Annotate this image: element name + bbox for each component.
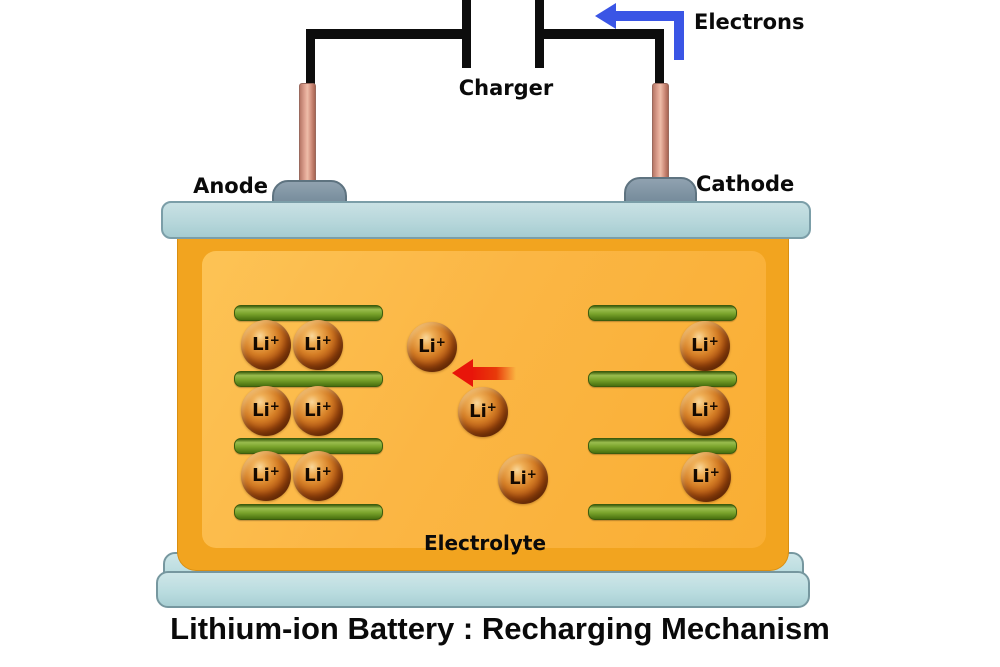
ion-charge: + <box>269 464 280 478</box>
ion-charge: + <box>321 464 332 478</box>
charger-capacitor-plate-left <box>462 0 471 68</box>
ion-charge: + <box>708 399 719 413</box>
li-ion-migrating: Li+ <box>498 454 548 504</box>
cathode-plate <box>588 504 737 520</box>
ion-charge: + <box>709 465 720 479</box>
ion-symbol: Li <box>509 468 527 489</box>
electrolyte-label: Electrolyte <box>423 531 547 555</box>
ion-charge: + <box>269 333 280 347</box>
cathode-post <box>652 83 669 181</box>
ion-symbol: Li <box>304 334 322 355</box>
li-ion-migrating: Li+ <box>407 322 457 372</box>
cathode-label: Cathode <box>696 172 795 196</box>
ion-symbol: Li <box>469 401 487 422</box>
li-ion: Li+ <box>293 320 343 370</box>
li-ion-migrating: Li+ <box>458 387 508 437</box>
ion-symbol: Li <box>252 400 270 421</box>
li-ion: Li+ <box>680 386 730 436</box>
electrons-label: Electrons <box>694 10 805 34</box>
li-ion: Li+ <box>293 451 343 501</box>
ion-charge: + <box>435 335 446 349</box>
ion-symbol: Li <box>691 335 709 356</box>
wire-top-left <box>306 29 464 39</box>
anode-plate <box>234 371 383 387</box>
battery-lid <box>161 201 811 239</box>
li-ion: Li+ <box>681 452 731 502</box>
ion-charge: + <box>321 333 332 347</box>
cathode-plate <box>588 438 737 454</box>
anode-label: Anode <box>193 174 268 198</box>
cathode-plate <box>588 305 737 321</box>
li-ion: Li+ <box>241 451 291 501</box>
ion-symbol: Li <box>252 465 270 486</box>
ion-charge: + <box>269 399 280 413</box>
ion-flow-arrow-shaft <box>472 367 516 380</box>
charger-capacitor-plate-right <box>535 0 544 68</box>
ion-symbol: Li <box>304 465 322 486</box>
electron-arrow-vertical <box>674 11 684 60</box>
ion-symbol: Li <box>252 334 270 355</box>
diagram-title: Lithium-ion Battery : Recharging Mechani… <box>170 611 830 646</box>
li-ion: Li+ <box>680 321 730 371</box>
ion-symbol: Li <box>418 336 436 357</box>
ion-symbol: Li <box>691 400 709 421</box>
ion-charge: + <box>486 400 497 414</box>
li-ion: Li+ <box>241 320 291 370</box>
anode-plate <box>234 504 383 520</box>
wire-down-right <box>655 29 664 86</box>
battery-base-slab <box>156 571 810 608</box>
cathode-plate <box>588 371 737 387</box>
ion-charge: + <box>321 399 332 413</box>
electron-arrow-head-icon <box>595 3 616 29</box>
ion-charge: + <box>708 334 719 348</box>
wire-down-left <box>306 29 315 86</box>
ion-flow-arrow-head-icon <box>452 359 473 387</box>
wire-top-right <box>541 29 664 39</box>
li-ion: Li+ <box>293 386 343 436</box>
charger-label: Charger <box>458 76 554 100</box>
anode-plate <box>234 305 383 321</box>
ion-symbol: Li <box>692 466 710 487</box>
anode-post <box>299 83 316 185</box>
li-ion: Li+ <box>241 386 291 436</box>
ion-charge: + <box>526 467 537 481</box>
ion-symbol: Li <box>304 400 322 421</box>
electron-arrow-horizontal <box>614 11 684 21</box>
